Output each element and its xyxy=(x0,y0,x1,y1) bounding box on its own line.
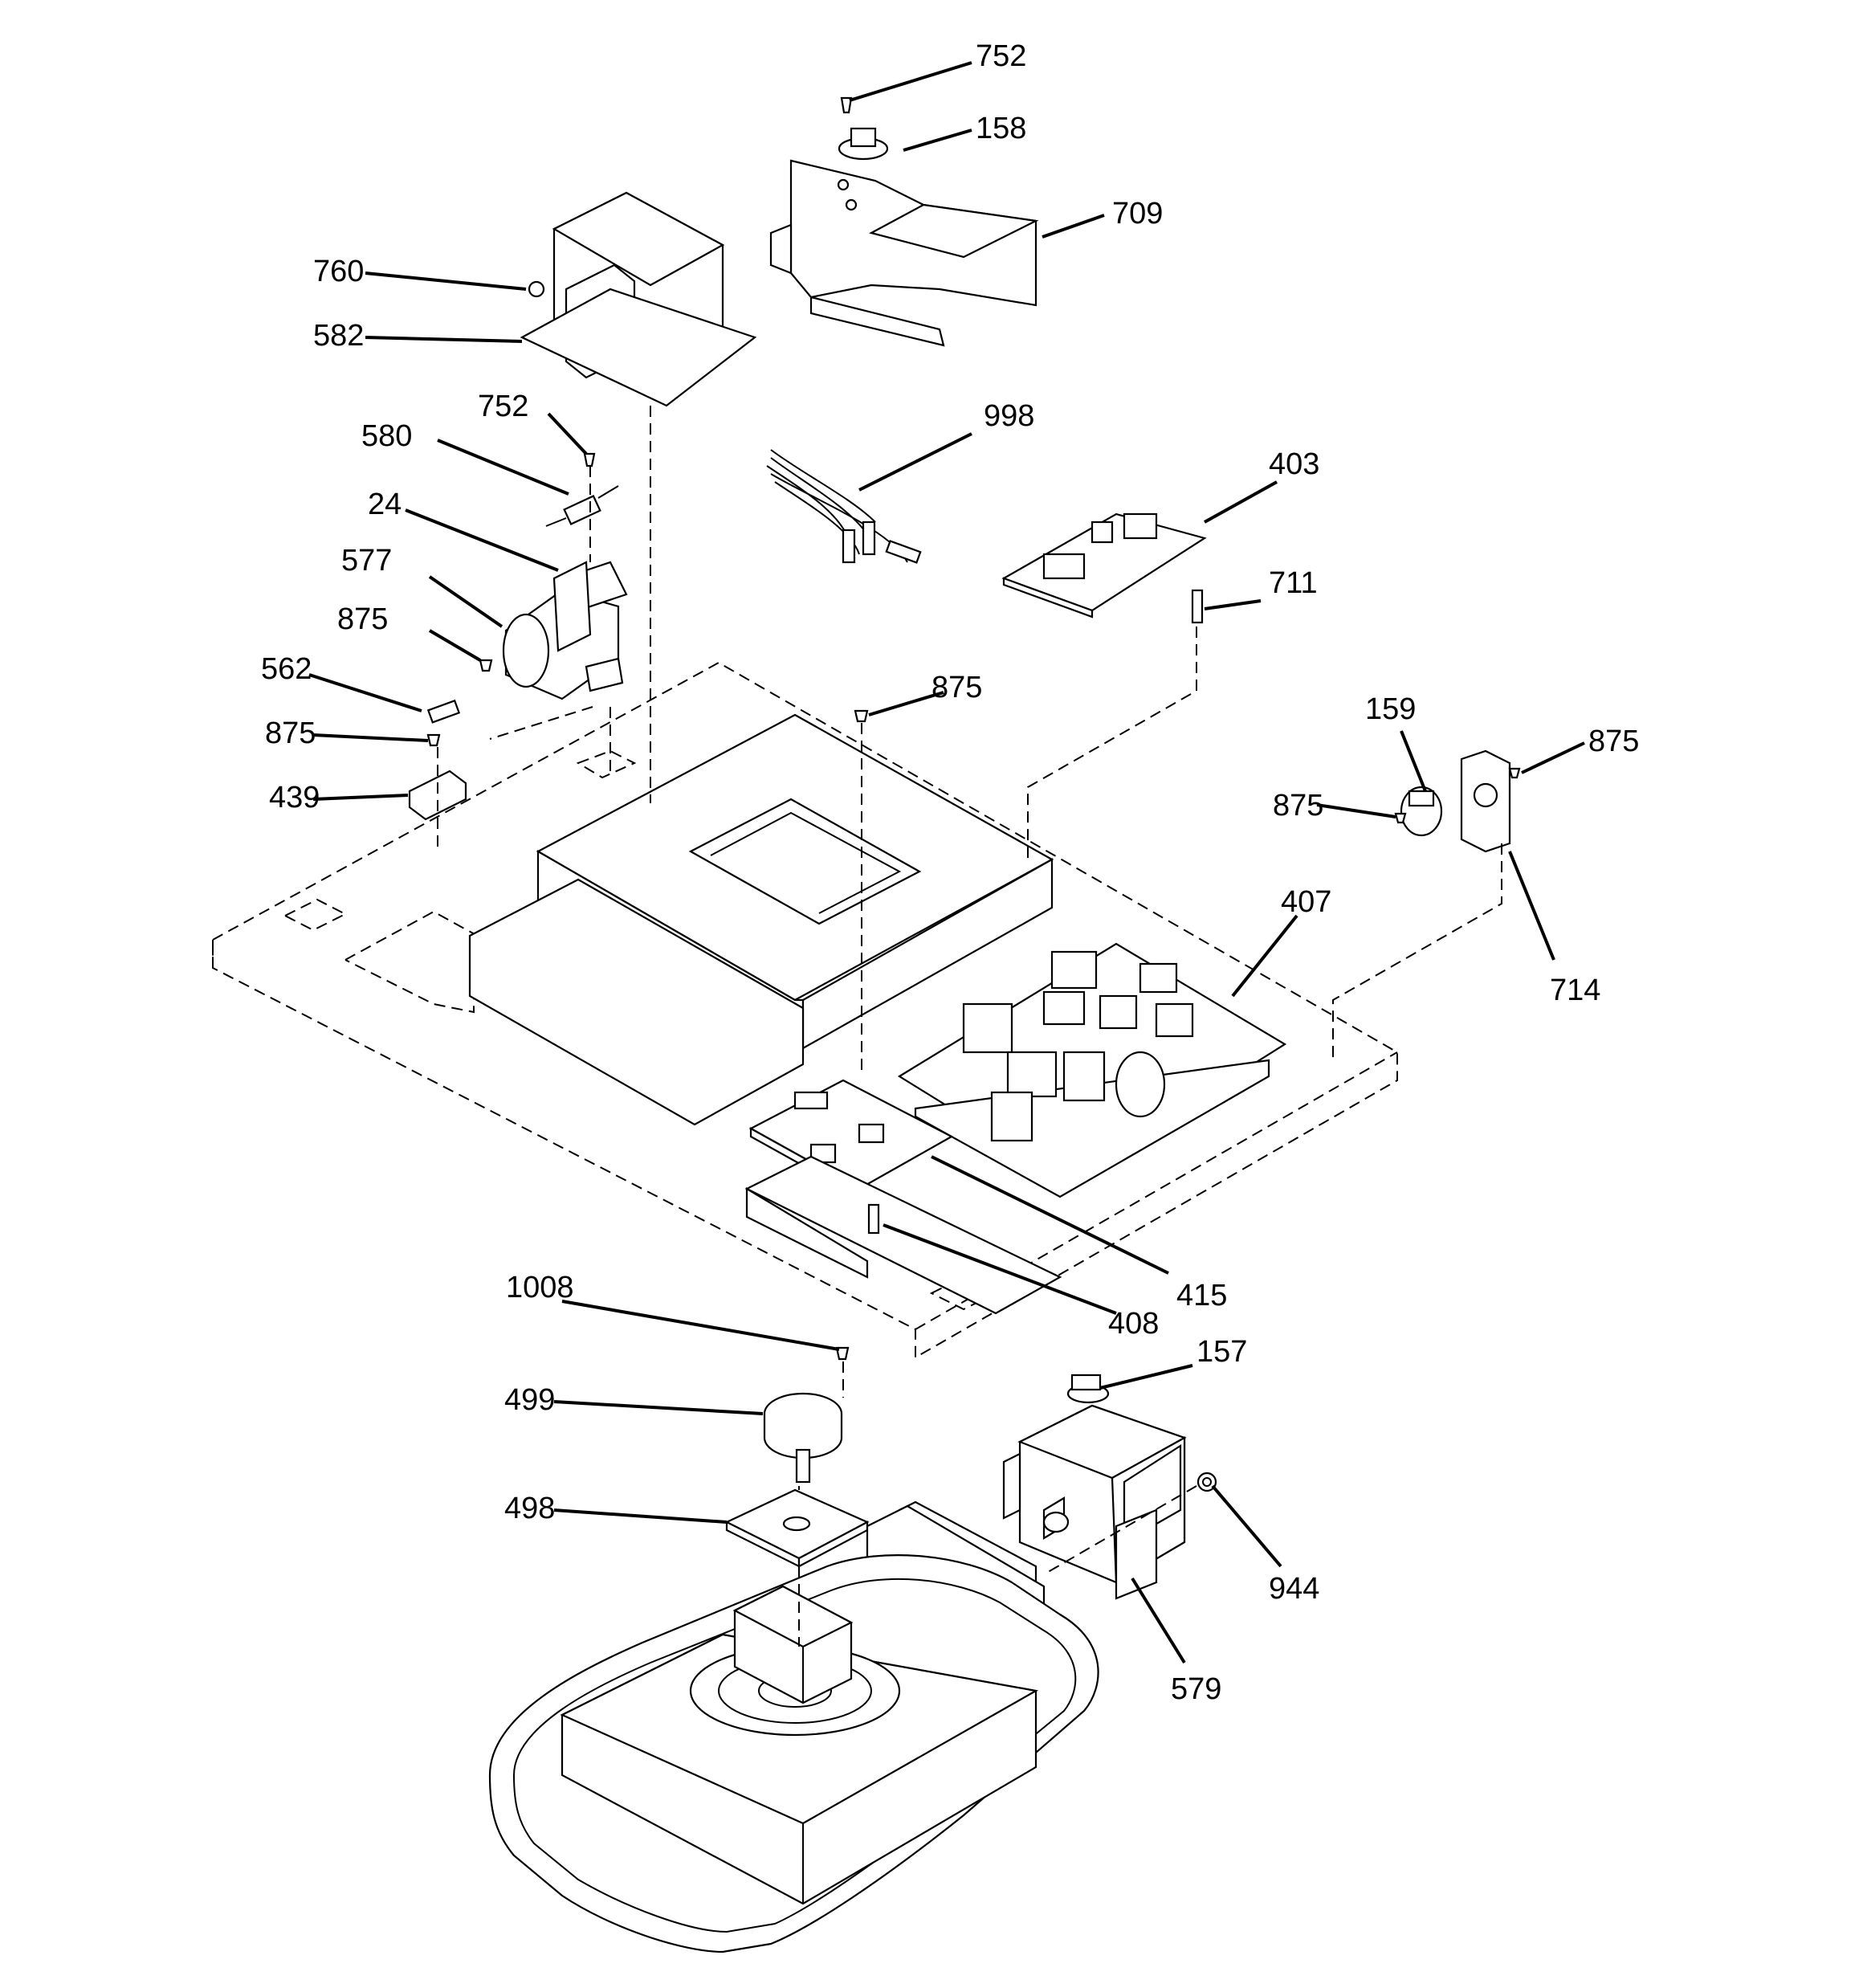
fuse-holder-439 xyxy=(408,769,467,821)
label-875-center: 875 xyxy=(932,671,982,704)
screw-944 xyxy=(1196,1472,1217,1492)
screw-752-top xyxy=(840,96,853,114)
shield-bracket xyxy=(769,159,1039,347)
label-875-b: 875 xyxy=(265,716,316,750)
screw-875-b xyxy=(426,733,441,747)
tray-408 xyxy=(744,1155,1062,1315)
diode-580 xyxy=(545,485,619,527)
label-439: 439 xyxy=(269,781,320,814)
label-1008: 1008 xyxy=(506,1271,574,1304)
label-499: 499 xyxy=(504,1383,555,1417)
assembly-lines xyxy=(437,406,1502,1647)
label-875-right: 875 xyxy=(1588,725,1639,758)
label-408: 408 xyxy=(1108,1307,1159,1341)
control-board-403 xyxy=(1001,512,1207,618)
thermostat-158 xyxy=(838,127,889,161)
label-577: 577 xyxy=(341,544,392,578)
label-562: 562 xyxy=(261,652,312,686)
transformer xyxy=(520,191,757,407)
gasket-498 xyxy=(724,1488,870,1568)
label-711: 711 xyxy=(1269,566,1318,600)
label-407: 407 xyxy=(1281,885,1331,919)
magnetron-579 xyxy=(1002,1404,1187,1600)
label-403: 403 xyxy=(1269,447,1319,481)
label-579: 579 xyxy=(1171,1672,1221,1706)
bracket-714 xyxy=(1460,749,1511,853)
label-875-a: 875 xyxy=(337,602,388,636)
support-711 xyxy=(1191,589,1204,624)
label-875-left: 875 xyxy=(1273,789,1323,823)
bracket-24 xyxy=(552,561,592,652)
thermostat-157 xyxy=(1066,1374,1110,1404)
screw-875-right xyxy=(1508,767,1521,779)
fuse-562 xyxy=(426,699,461,724)
label-24: 24 xyxy=(368,488,402,521)
screw-752-mid xyxy=(583,452,596,467)
stirrer-fan xyxy=(732,1585,854,1704)
screw-875-center xyxy=(854,709,869,723)
label-752-mid: 752 xyxy=(478,390,528,423)
screw-875-left xyxy=(1394,812,1407,824)
thermostat-159 xyxy=(1400,786,1443,837)
label-998: 998 xyxy=(984,399,1034,433)
label-582: 582 xyxy=(313,319,364,353)
label-714: 714 xyxy=(1550,974,1600,1007)
callout-labels: 752 158 709 760 582 752 580 24 577 875 5… xyxy=(261,39,1639,1706)
label-580: 580 xyxy=(361,419,412,453)
label-159: 159 xyxy=(1365,692,1416,726)
label-944: 944 xyxy=(1269,1572,1319,1606)
label-760: 760 xyxy=(313,255,364,288)
screw-1008 xyxy=(835,1346,850,1361)
power-board-407 xyxy=(897,942,1287,1198)
label-158: 158 xyxy=(976,112,1026,145)
label-709: 709 xyxy=(1112,197,1163,231)
screw-875-a xyxy=(479,659,493,672)
label-157: 157 xyxy=(1196,1335,1247,1369)
wire-harness xyxy=(766,449,922,564)
label-752-top: 752 xyxy=(976,39,1026,73)
leader-lines xyxy=(308,61,1585,1664)
cavity-top-box xyxy=(468,713,1054,1126)
stirrer-motor-499 xyxy=(763,1392,843,1484)
label-498: 498 xyxy=(504,1492,555,1525)
label-415: 415 xyxy=(1176,1279,1227,1312)
